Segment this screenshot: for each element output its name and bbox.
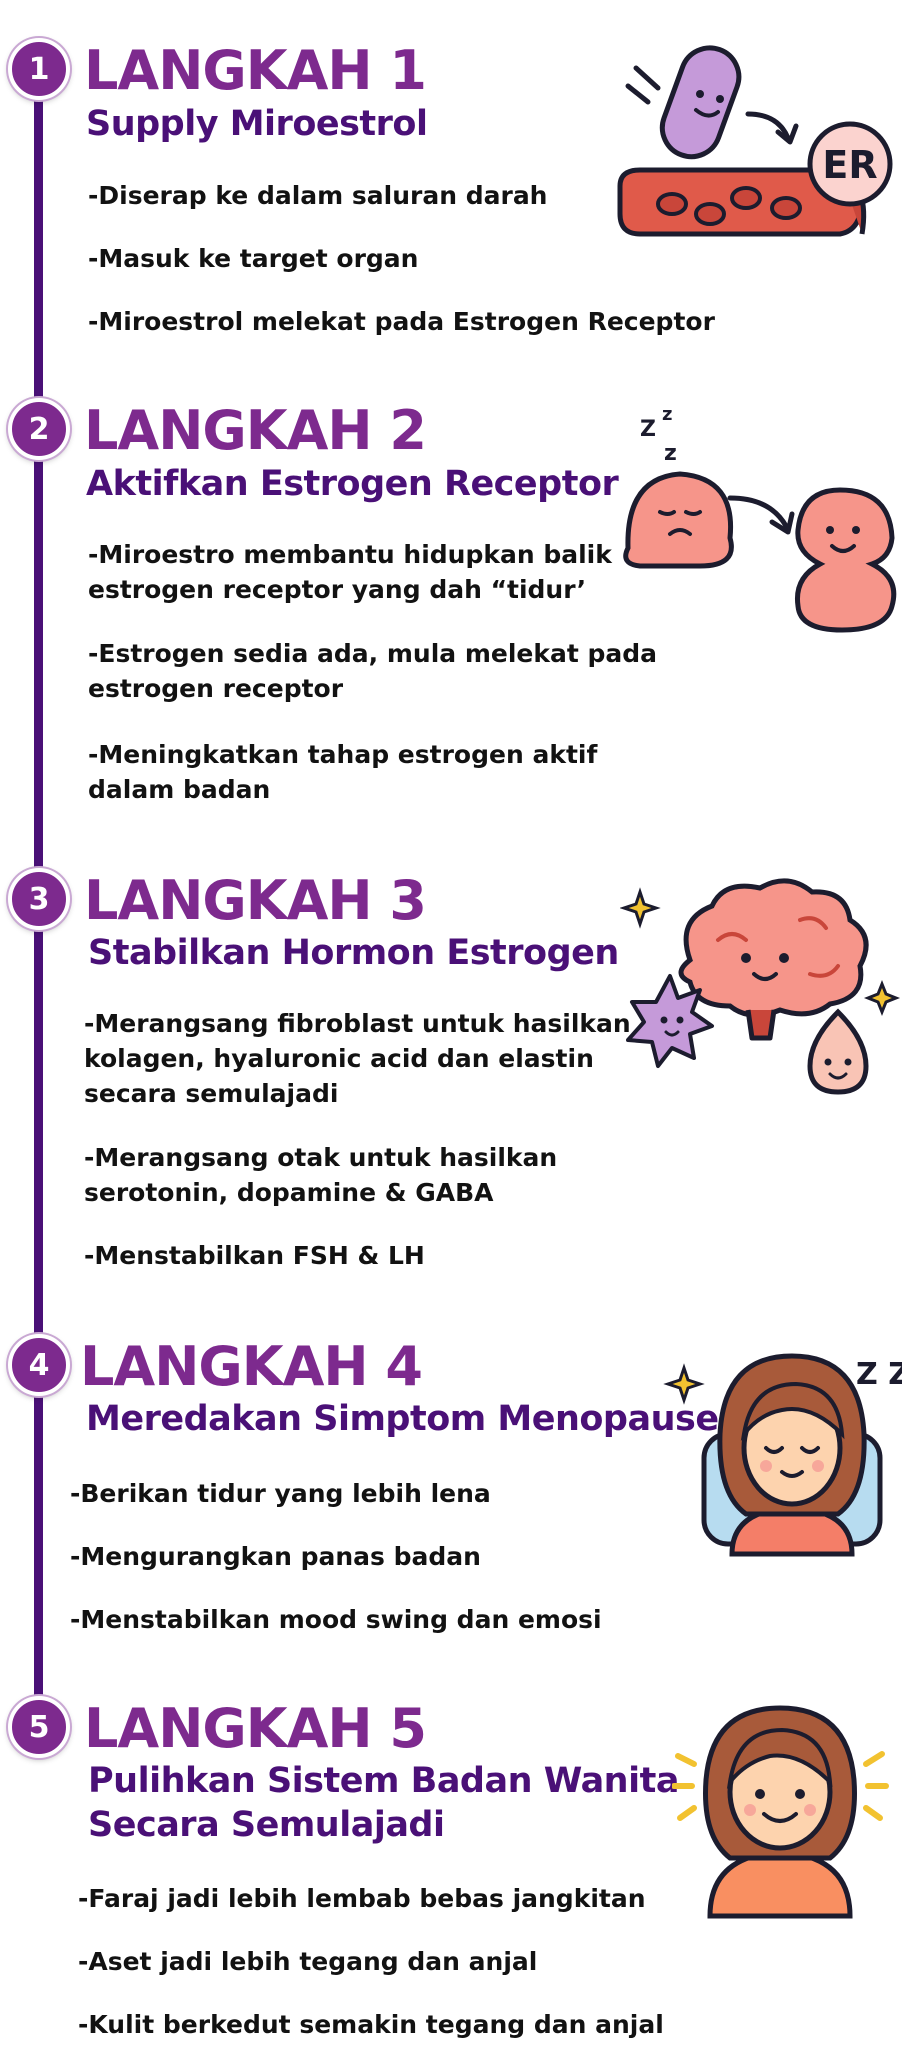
step-2-title: LANGKAH 2 — [84, 399, 427, 462]
step-4-badge: 4 — [8, 1334, 70, 1396]
step-5-badge: 5 — [8, 1696, 70, 1758]
step-1-bullet-3: -Miroestrol melekat pada Estrogen Recept… — [88, 307, 715, 336]
step-4-bullet-1: -Berikan tidur yang lebih lena — [70, 1479, 491, 1508]
step-1-bullet-1: -Diserap ke dalam saluran darah — [88, 181, 548, 210]
step-1-title: LANGKAH 1 — [84, 39, 427, 102]
step-2-bullet-3: -Meningkatkan tahap estrogen aktif dalam… — [88, 740, 598, 804]
step-5-subtitle: Pulihkan Sistem Badan Wanita Secara Semu… — [88, 1761, 679, 1845]
step-3-title: LANGKAH 3 — [84, 869, 427, 932]
step-5-bullet-1: -Faraj jadi lebih lembab bebas jangkitan — [78, 1884, 646, 1913]
brain-hormone-icon — [620, 870, 910, 1100]
svg-text:z: z — [662, 404, 672, 425]
zz-label: Z Z — [856, 1357, 902, 1392]
step-1-subtitle: Supply Miroestrol — [86, 104, 428, 144]
sleeping-woman-icon: Z Z — [662, 1344, 902, 1564]
step-3-bullet-2: -Merangsang otak untuk hasilkan serotoni… — [84, 1143, 558, 1207]
step-5-title: LANGKAH 5 — [84, 1697, 427, 1760]
capsule-blood-vessel-icon: ER — [600, 36, 900, 266]
happy-woman-icon — [672, 1700, 892, 1920]
step-3-subtitle: Stabilkan Hormon Estrogen — [88, 933, 619, 973]
svg-text:Z: Z — [640, 417, 656, 442]
step-3-bullet-1: -Merangsang fibroblast untuk hasilkan ko… — [84, 1009, 631, 1108]
er-label: ER — [822, 143, 877, 187]
step-2-badge: 2 — [8, 398, 70, 460]
step-4-subtitle: Meredakan Simptom Menopause — [86, 1399, 719, 1439]
step-5-bullet-3: -Kulit berkedut semakin tegang dan anjal — [78, 2010, 664, 2039]
step-2-bullet-1: -Miroestro membantu hidupkan balik estro… — [88, 540, 612, 604]
step-5-bullet-2: -Aset jadi lebih tegang dan anjal — [78, 1947, 538, 1976]
step-3-badge: 3 — [8, 868, 70, 930]
step-1-badge: 1 — [8, 38, 70, 100]
step-4-title: LANGKAH 4 — [80, 1335, 423, 1398]
step-1-bullet-2: -Masuk ke target organ — [88, 244, 419, 273]
svg-text:z: z — [664, 441, 677, 466]
step-4-bullet-3: -Menstabilkan mood swing dan emosi — [70, 1605, 602, 1634]
step-2-bullet-2: -Estrogen sedia ada, mula melekat pada e… — [88, 639, 658, 703]
step-2-subtitle: Aktifkan Estrogen Receptor — [86, 464, 619, 504]
step-3-bullet-3: -Menstabilkan FSH & LH — [84, 1241, 425, 1270]
sleeping-receptor-icon: Z z z — [620, 398, 910, 638]
step-4-bullet-2: -Mengurangkan panas badan — [70, 1542, 481, 1571]
